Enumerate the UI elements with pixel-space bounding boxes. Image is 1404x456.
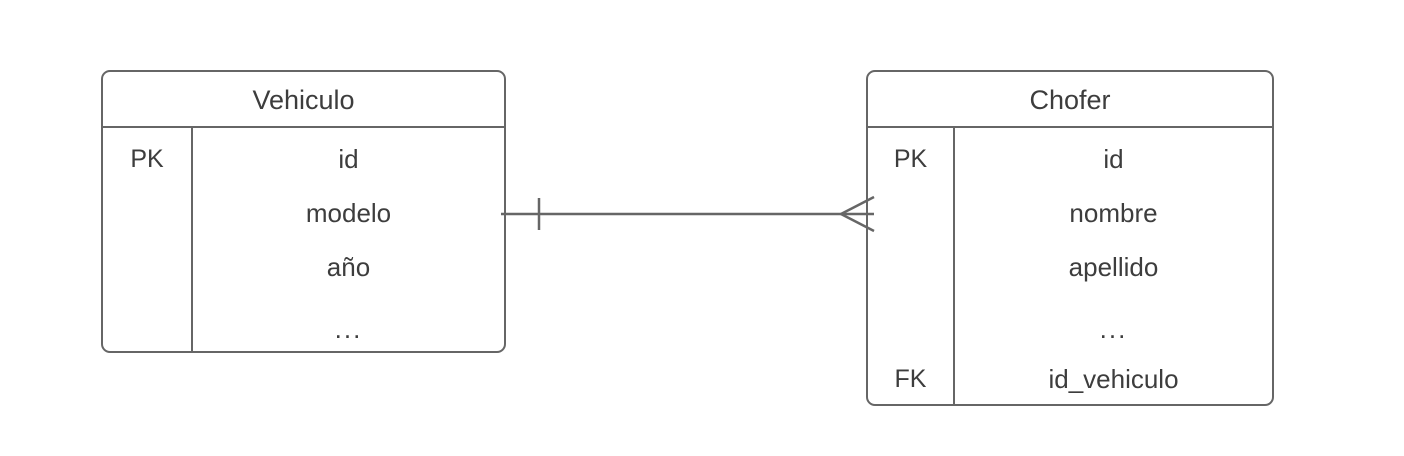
entity-vehiculo[interactable]: Vehiculo PK id modelo año ...	[101, 70, 506, 353]
entity-vehiculo-key-column: PK	[103, 128, 191, 351]
entity-chofer-attribute-0: id	[1103, 144, 1124, 174]
cardinality-many-marker-lower	[840, 212, 875, 233]
entity-vehiculo-key-0: PK	[130, 145, 164, 173]
entity-chofer-attribute-4: id_vehiculo	[1048, 364, 1179, 394]
entity-chofer-attribute-1: nombre	[1069, 198, 1158, 228]
entity-vehiculo-header-divider	[103, 126, 504, 128]
entity-chofer-key-3	[868, 314, 953, 344]
entity-vehiculo-attribute-2: año	[326, 252, 371, 282]
entity-vehiculo-attribute-column: id modelo año ...	[193, 128, 504, 351]
relationship-vehiculo-chofer[interactable]	[495, 188, 880, 244]
entity-chofer-attribute-2: apellido	[1068, 252, 1159, 282]
entity-chofer-key-2	[868, 252, 953, 282]
entity-vehiculo-attribute-3: ...	[334, 314, 363, 344]
entity-chofer-column-divider	[953, 128, 955, 404]
entity-vehiculo-attribute-0: id	[338, 144, 359, 174]
entity-vehiculo-attribute-1: modelo	[305, 198, 392, 228]
cardinality-many-marker-upper	[840, 195, 875, 216]
entity-vehiculo-key-3	[103, 314, 191, 344]
entity-chofer-attribute-column: id nombre apellido ... id_vehiculo	[955, 128, 1272, 404]
entity-chofer-key-0: PK	[893, 145, 928, 173]
entity-chofer-key-column: PK FK	[868, 128, 953, 404]
entity-chofer[interactable]: Chofer PK FK id nombre apellido ... id_v…	[866, 70, 1274, 406]
entity-chofer-key-4: FK	[894, 365, 927, 393]
entity-vehiculo-column-divider	[191, 128, 193, 351]
entity-vehiculo-key-1	[103, 198, 191, 228]
entity-chofer-title: Chofer	[1029, 85, 1111, 115]
entity-chofer-attribute-3: ...	[1099, 314, 1128, 344]
entity-chofer-header-divider	[868, 126, 1272, 128]
entity-vehiculo-title: Vehiculo	[252, 85, 355, 115]
entity-chofer-key-1	[868, 198, 953, 228]
entity-vehiculo-key-2	[103, 252, 191, 282]
